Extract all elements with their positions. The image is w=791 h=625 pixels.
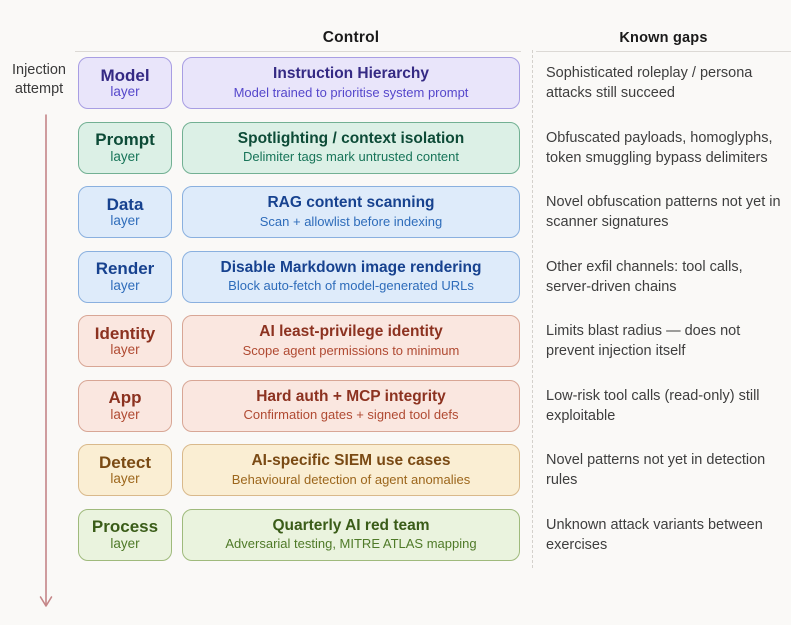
control-title: Instruction Hierarchy xyxy=(273,65,429,83)
control-title: Disable Markdown image rendering xyxy=(220,258,482,276)
layer-sublabel: layer xyxy=(110,148,140,164)
control-subtitle: Confirmation gates + signed tool defs xyxy=(243,407,459,423)
layer-sublabel: layer xyxy=(110,342,140,358)
layer-name: Data xyxy=(106,194,144,214)
known-gaps-header-rule xyxy=(536,51,791,52)
arrow-down-icon xyxy=(39,114,53,607)
control-subtitle: Delimiter tags mark untrusted content xyxy=(242,149,460,165)
known-gap-text: Limits blast radius — does not prevent i… xyxy=(546,323,741,359)
known-gap-text: Novel obfuscation patterns not yet in sc… xyxy=(546,194,781,230)
injection-attempt-label: Injection attempt xyxy=(11,62,66,98)
control-subtitle: Adversarial testing, MITRE ATLAS mapping xyxy=(225,536,477,552)
control-title: AI-specific SIEM use cases xyxy=(251,452,451,470)
row-identity-layer: Identity layer AI least-privilege identi… xyxy=(78,315,788,367)
control-box: Spotlighting / context isolation Delimit… xyxy=(182,121,520,174)
layer-badge: App layer xyxy=(78,379,172,432)
known-gaps-column-header: Known gaps xyxy=(619,30,708,46)
layer-name: Prompt xyxy=(95,130,155,150)
control-subtitle: Scope agent permissions to minimum xyxy=(242,342,460,358)
layer-badge: Render layer xyxy=(78,250,172,303)
layer-sublabel: layer xyxy=(110,471,140,487)
layer-name: Process xyxy=(91,517,159,537)
control-box: AI-specific SIEM use cases Behavioural d… xyxy=(182,444,520,496)
known-gap-text: Sophisticated roleplay / persona attacks… xyxy=(546,65,753,101)
row-data-layer: Data layer RAG content scanning Scan + a… xyxy=(78,186,788,238)
control-title: AI least-privilege identity xyxy=(259,323,443,341)
layer-badge: Identity layer xyxy=(78,315,172,367)
control-box: AI least-privilege identity Scope agent … xyxy=(182,315,520,367)
row-app-layer: App layer Hard auth + MCP integrity Conf… xyxy=(78,379,788,432)
known-gap-text: Obfuscated payloads, homoglyphs, token s… xyxy=(546,129,773,166)
control-header-rule xyxy=(75,51,521,52)
layer-name: Render xyxy=(95,259,155,279)
layer-badge: Data layer xyxy=(78,186,172,238)
layer-badge: Detect layer xyxy=(78,444,172,496)
layer-sublabel: layer xyxy=(110,277,140,293)
row-model-layer: Model layer Instruction Hierarchy Model … xyxy=(78,57,788,109)
control-subtitle: Scan + allowlist before indexing xyxy=(259,213,443,229)
control-box: Instruction Hierarchy Model trained to p… xyxy=(182,57,520,109)
control-title: Hard auth + MCP integrity xyxy=(256,387,446,405)
layer-badge: Model layer xyxy=(78,57,172,109)
layer-badge: Prompt layer xyxy=(78,121,172,174)
row-process-layer: Process layer Quarterly AI red team Adve… xyxy=(78,508,788,561)
layer-name: Detect xyxy=(99,452,151,472)
known-gap-text: Novel patterns not yet in detection rule… xyxy=(546,452,766,488)
known-gap-text: Low-risk tool calls (read-only) still ex… xyxy=(546,387,760,424)
column-divider xyxy=(532,50,533,568)
control-subtitle: Model trained to prioritise system promp… xyxy=(233,84,469,100)
row-detect-layer: Detect layer AI-specific SIEM use cases … xyxy=(78,444,788,496)
layer-sublabel: layer xyxy=(110,84,140,100)
control-box: Disable Markdown image rendering Block a… xyxy=(182,250,520,303)
control-title: RAG content scanning xyxy=(267,194,435,212)
layer-name: Identity xyxy=(94,323,156,343)
control-box: Hard auth + MCP integrity Confirmation g… xyxy=(182,379,520,432)
control-subtitle: Block auto-fetch of model-generated URLs xyxy=(228,278,474,294)
layer-name: App xyxy=(108,388,142,408)
control-title: Spotlighting / context isolation xyxy=(237,129,465,147)
control-box: Quarterly AI red team Adversarial testin… xyxy=(182,508,520,561)
control-title: Quarterly AI red team xyxy=(272,516,430,534)
layer-sublabel: layer xyxy=(110,535,140,551)
control-box: RAG content scanning Scan + allowlist be… xyxy=(182,186,520,238)
layer-sublabel: layer xyxy=(110,213,140,229)
row-prompt-layer: Prompt layer Spotlighting / context isol… xyxy=(78,121,788,174)
layer-sublabel: layer xyxy=(110,406,140,422)
layer-badge: Process layer xyxy=(78,508,172,561)
known-gap-text: Other exfil channels: tool calls, server… xyxy=(546,258,743,295)
row-render-layer: Render layer Disable Markdown image rend… xyxy=(78,250,788,303)
control-subtitle: Behavioural detection of agent anomalies xyxy=(231,471,471,487)
layer-rows: Model layer Instruction Hierarchy Model … xyxy=(78,57,788,561)
layer-name: Model xyxy=(100,65,150,85)
known-gap-text: Unknown attack variants between exercise… xyxy=(546,516,763,553)
control-column-header: Control xyxy=(322,29,380,46)
